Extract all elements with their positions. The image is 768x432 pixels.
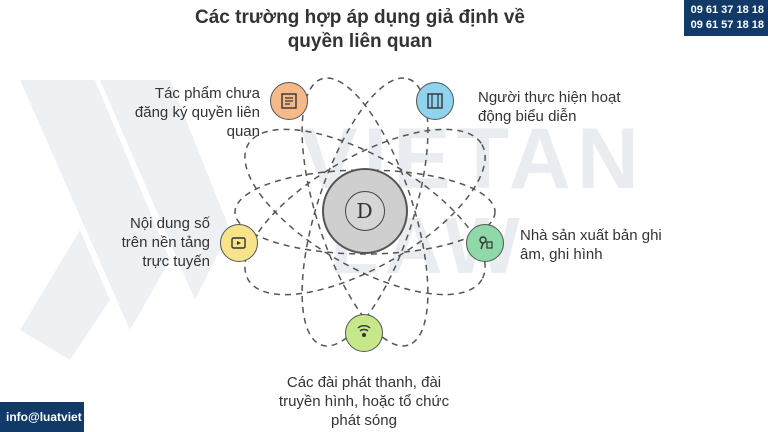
video-play-icon [231,237,246,249]
node-unregistered-works[interactable] [270,82,308,120]
node-digital-content[interactable] [220,224,258,262]
phone-number-1: 09 61 37 18 18 [690,4,764,16]
label-performers: Người thực hiện hoạt động biểu diễn [478,89,621,125]
stage-curtain-icon [427,93,443,109]
microphone-camera-icon [479,236,493,250]
orbit-ring-1 [244,128,486,296]
phone-box[interactable]: 09 61 37 18 18 09 61 57 18 18 [684,0,768,36]
center-node: D [322,168,408,254]
orbit-ring-3 [301,77,429,347]
phone-number-2: 09 61 57 18 18 [690,19,764,31]
page-title: Các trường hợp áp dụng giả định về quyền… [150,6,570,54]
title-line-2: quyền liên quan [287,31,433,52]
email-box[interactable]: info@luatviet [0,402,84,432]
label-unregistered-works: Tác phẩm chưa đăng ký quyền liên quan [134,85,260,140]
svg-text:D: D [356,199,372,223]
label-phonogram-producers: Nhà sản xuất bản ghi âm, ghi hình [520,227,662,263]
title-line-1: Các trường hợp áp dụng giả định về [194,7,525,28]
label-digital-content: Nội dung số trên nền tảng trực tuyến [121,215,210,270]
broadcast-icon [357,325,371,337]
node-performers[interactable] [416,82,454,120]
document-icon [281,93,297,109]
label-broadcasters: Các đài phát thanh, đài truyền hình, hoặ… [278,374,450,429]
node-phonogram-producers[interactable] [466,224,504,262]
law-emblem-icon: D [345,191,385,231]
orbit-ring-2 [244,128,486,296]
node-broadcasters[interactable] [345,314,383,352]
